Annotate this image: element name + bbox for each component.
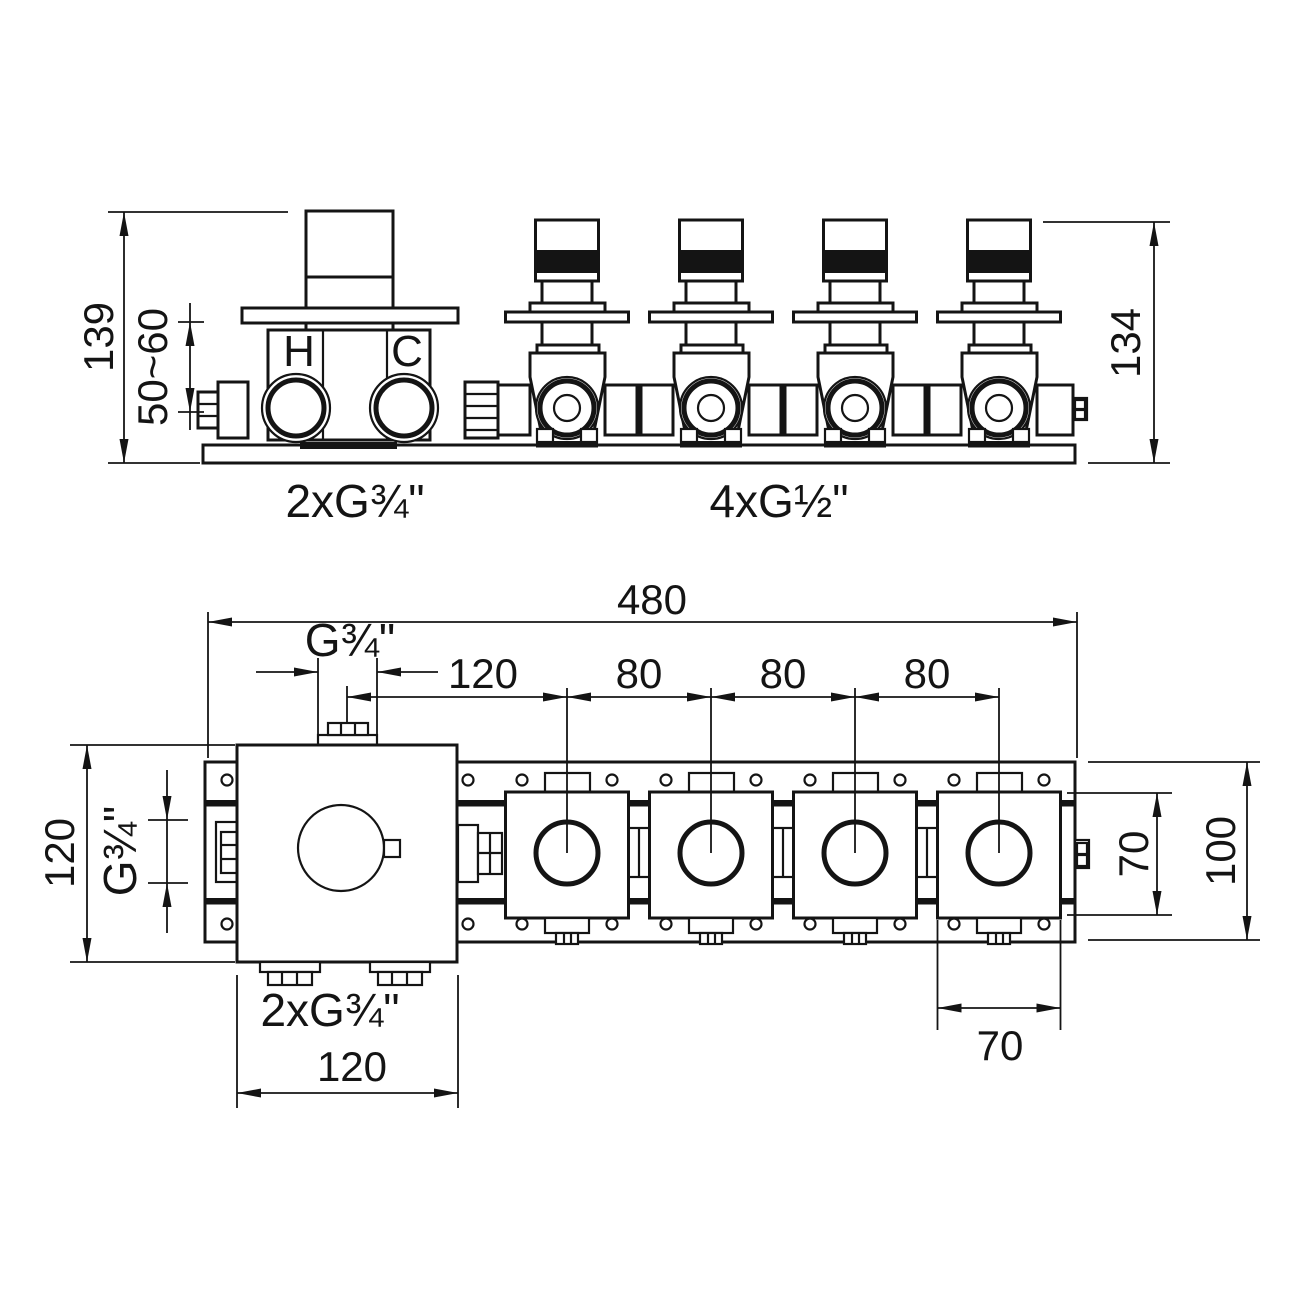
bottom-port-hex [266,970,314,987]
pipe-joint [635,385,643,435]
dimension-side-port: G¾" [94,770,188,933]
main-valve-elevation: H C [196,209,460,449]
bottom-port-base [258,960,322,974]
dimension-body-height: 120 [36,744,235,963]
top-port-hex [326,721,370,737]
main-left-fitting [216,380,250,440]
main-body-plan [235,721,459,987]
dimension-total-width: 480 [207,576,1078,758]
dim-139-label: 139 [75,302,122,372]
hex-coupling [463,380,500,440]
dimension-valve-box-width: 70 [936,920,1062,1069]
valve-ports-label: 4xG½" [709,475,848,527]
dimension-valve-box-height: 70 [1067,792,1172,916]
cold-label: C [391,327,423,376]
top-port-thread-label: G¾" [305,614,395,666]
side-port-thread-label: G¾" [94,806,146,896]
main-ports-label: 2xG¾" [285,475,424,527]
dimension-top-port: G¾" [256,614,438,742]
main-base-seal [300,442,397,449]
dim-480-label: 480 [617,576,687,623]
hot-union-ring [265,377,327,439]
elevation-view: H C 139 50~60 [75,209,1170,527]
dim-134-label: 134 [1102,308,1149,378]
dimension-body-width: 2xG¾" 120 [236,975,459,1108]
pipe-joint [779,385,787,435]
main-left-cap [196,390,220,430]
dim-spacing-120-label: 120 [448,650,518,697]
dim-spacing-80-label: 80 [616,650,663,697]
dimension-valve-height: 134 [1043,221,1170,464]
dimension-rail-height: 100 [1088,761,1260,941]
plan-view: 480 G¾" 120 80 80 80 [36,576,1260,1108]
thermostat-tab [382,838,402,859]
dim-70-right-label: 70 [1110,831,1157,878]
dimension-install-depth: 50~60 [129,303,204,430]
bottom-ports-label: 2xG¾" [260,984,399,1036]
rail-screw-holes [220,773,1051,931]
pipe-segment [496,383,532,437]
dim-50-60-label: 50~60 [129,308,176,426]
pipe-segment-end [1035,383,1075,437]
dim-spacing-80-label: 80 [760,650,807,697]
wall-baseplate [201,443,1077,465]
thermostat-boss [296,803,386,893]
bottom-port-base [368,960,432,974]
cold-union-ring [373,377,435,439]
plan-coupling [456,823,480,884]
hot-label: H [283,327,315,376]
bottom-port-hex [376,970,424,987]
dim-120-bottom-label: 120 [317,1043,387,1090]
dim-70-bottom-label: 70 [977,1022,1024,1069]
dimension-port-spacings: 120 80 80 80 [347,650,999,702]
dimension-total-height: 139 [75,211,288,464]
dim-100-label: 100 [1197,816,1244,886]
pipe-joint [923,385,931,435]
dim-120-left-label: 120 [36,818,83,888]
main-escutcheon [240,306,460,325]
dim-spacing-80-label: 80 [904,650,951,697]
